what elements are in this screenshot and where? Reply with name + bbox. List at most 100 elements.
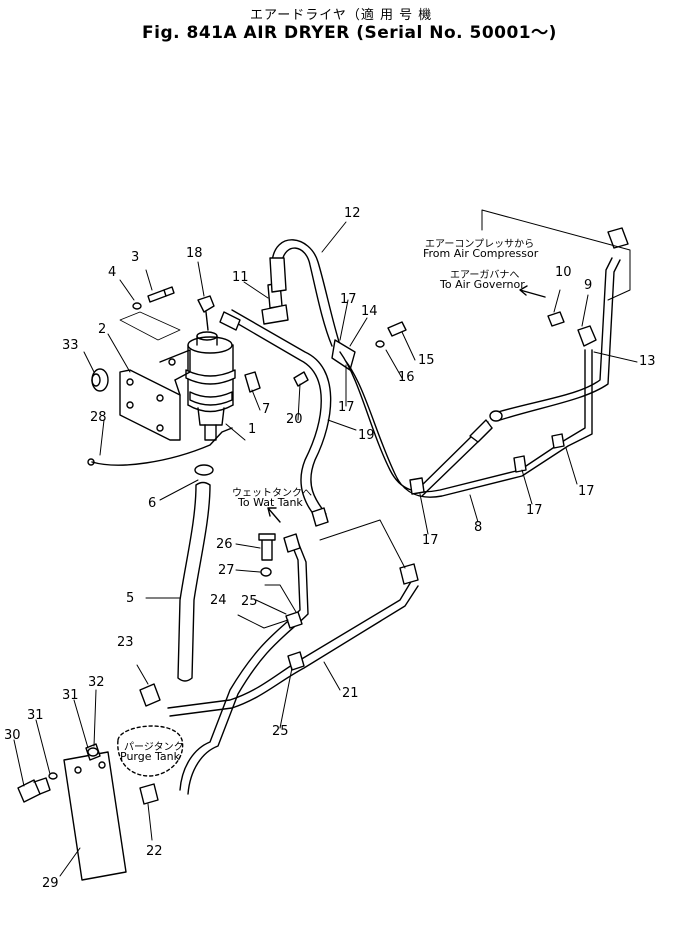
pipe-19-21-link <box>319 519 406 569</box>
harness-connector <box>87 458 95 466</box>
part-label-19: 19 <box>358 428 375 443</box>
part-label-17-c: 17 <box>578 484 595 499</box>
part-label-6: 6 <box>148 496 157 511</box>
part-label-25-b: 25 <box>272 724 289 739</box>
part-label-5: 5 <box>126 591 135 606</box>
elbow-fitting-7 <box>244 371 261 393</box>
annotation-from-compressor-jp: エアーコンプレッサから <box>425 239 535 250</box>
part-label-29: 29 <box>42 876 59 891</box>
part-label-18: 18 <box>186 246 203 261</box>
part-label-15: 15 <box>418 353 435 368</box>
washer-27 <box>260 567 272 577</box>
mounting-bracket <box>119 349 191 441</box>
bolt-26 <box>261 537 273 561</box>
part-label-23: 23 <box>117 635 134 650</box>
pipe-8-nut <box>469 419 493 443</box>
part-label-13: 13 <box>639 354 656 369</box>
bolt-reference-line <box>264 584 297 613</box>
air-dryer-unit <box>185 331 236 441</box>
part-label-9: 9 <box>584 278 593 293</box>
elbow-fitting-18 <box>197 295 215 331</box>
part-label-17-e: 17 <box>422 533 439 548</box>
clamp-17-c <box>551 433 565 449</box>
title-english: Fig. 841A AIR DRYER (Serial No. 50001～) <box>142 23 557 43</box>
washer-16 <box>375 340 385 348</box>
part-label-17-b: 17 <box>338 400 355 415</box>
annotation-to-governor-en: To Air Governor <box>440 278 525 291</box>
part-label-31-a: 31 <box>27 708 44 723</box>
annotation-purge-tank-en: Purge Tank <box>120 750 180 763</box>
part-label-25-a: 25 <box>241 594 258 609</box>
wire-harness-28 <box>91 427 233 466</box>
part-label-24: 24 <box>210 593 227 608</box>
clamp-17-a <box>409 477 425 495</box>
part-label-22: 22 <box>146 844 163 859</box>
elbow-9 <box>577 325 597 347</box>
part-label-3: 3 <box>131 250 140 265</box>
bolt-reference-outline <box>119 311 181 341</box>
arrow-to-governor <box>519 285 546 298</box>
clamp-20 <box>293 371 309 387</box>
bolt-15 <box>387 321 407 337</box>
nut-32 <box>85 743 101 761</box>
leader-lines <box>13 221 638 877</box>
part-label-31-b: 31 <box>62 688 79 703</box>
bolt-3 <box>147 286 175 303</box>
part-label-16: 16 <box>398 370 415 385</box>
compressor-fitting <box>607 227 629 249</box>
part-label-30: 30 <box>4 728 21 743</box>
pipe-19 <box>227 309 332 521</box>
annotation-from-compressor-en: From Air Compressor <box>423 247 539 260</box>
annotation-purge-tank-jp: パージタンク <box>124 742 184 753</box>
annotation-to-wet-tank-jp: ウェットタンクへ <box>232 488 312 499</box>
part-label-33: 33 <box>62 338 79 353</box>
pipe-24-nut <box>283 533 301 553</box>
part-label-27: 27 <box>218 563 235 578</box>
part-label-8: 8 <box>474 520 483 535</box>
part-label-26: 26 <box>216 537 233 552</box>
hose-5 <box>177 481 211 682</box>
rubber-mount-33 <box>91 368 109 392</box>
part-label-7: 7 <box>262 402 271 417</box>
clamp-17-b <box>513 455 527 473</box>
part-label-10: 10 <box>555 265 572 280</box>
pipe-21-nut <box>399 563 419 585</box>
clamp-25-a <box>285 611 303 629</box>
bulkhead-plate <box>481 209 631 301</box>
part-label-12: 12 <box>344 206 361 221</box>
pipe-12 <box>271 239 341 347</box>
part-label-20: 20 <box>286 412 303 427</box>
annotation-to-governor-jp: エアーガバナへ <box>450 270 520 281</box>
plate-29 <box>63 751 127 881</box>
part-label-17-a: 17 <box>340 292 357 307</box>
part-label-17-d: 17 <box>526 503 543 518</box>
part-label-4: 4 <box>108 265 117 280</box>
pipe-19-nut <box>219 311 241 331</box>
part-label-14: 14 <box>361 304 378 319</box>
pipe-12-nut <box>269 257 287 293</box>
pipe-13 <box>339 349 593 498</box>
washer-31-a <box>87 747 99 757</box>
pipe-19-end-nut <box>311 507 329 527</box>
part-label-21: 21 <box>342 686 359 701</box>
pipe-13-upper <box>497 257 621 421</box>
elbow-23 <box>139 683 161 707</box>
washer-4 <box>132 302 142 310</box>
clamp-25-b <box>287 651 305 671</box>
part-label-28: 28 <box>90 410 107 425</box>
annotation-to-wet-tank-en: To Wat Tank <box>238 496 303 509</box>
washer-31-b <box>48 772 58 780</box>
part-label-32: 32 <box>88 675 105 690</box>
part-label-1: 1 <box>248 422 257 437</box>
fitting-10 <box>547 311 565 327</box>
part-label-2: 2 <box>98 322 107 337</box>
title-japanese: エアードライヤ（適 用 号 機 <box>250 8 433 23</box>
clamp-14 <box>331 339 356 371</box>
arrow-to-wet-tank <box>267 507 281 523</box>
elbow-22 <box>139 783 159 805</box>
bolt-30 <box>17 779 41 803</box>
part-label-11: 11 <box>232 270 249 285</box>
pipe-21 <box>167 579 419 717</box>
